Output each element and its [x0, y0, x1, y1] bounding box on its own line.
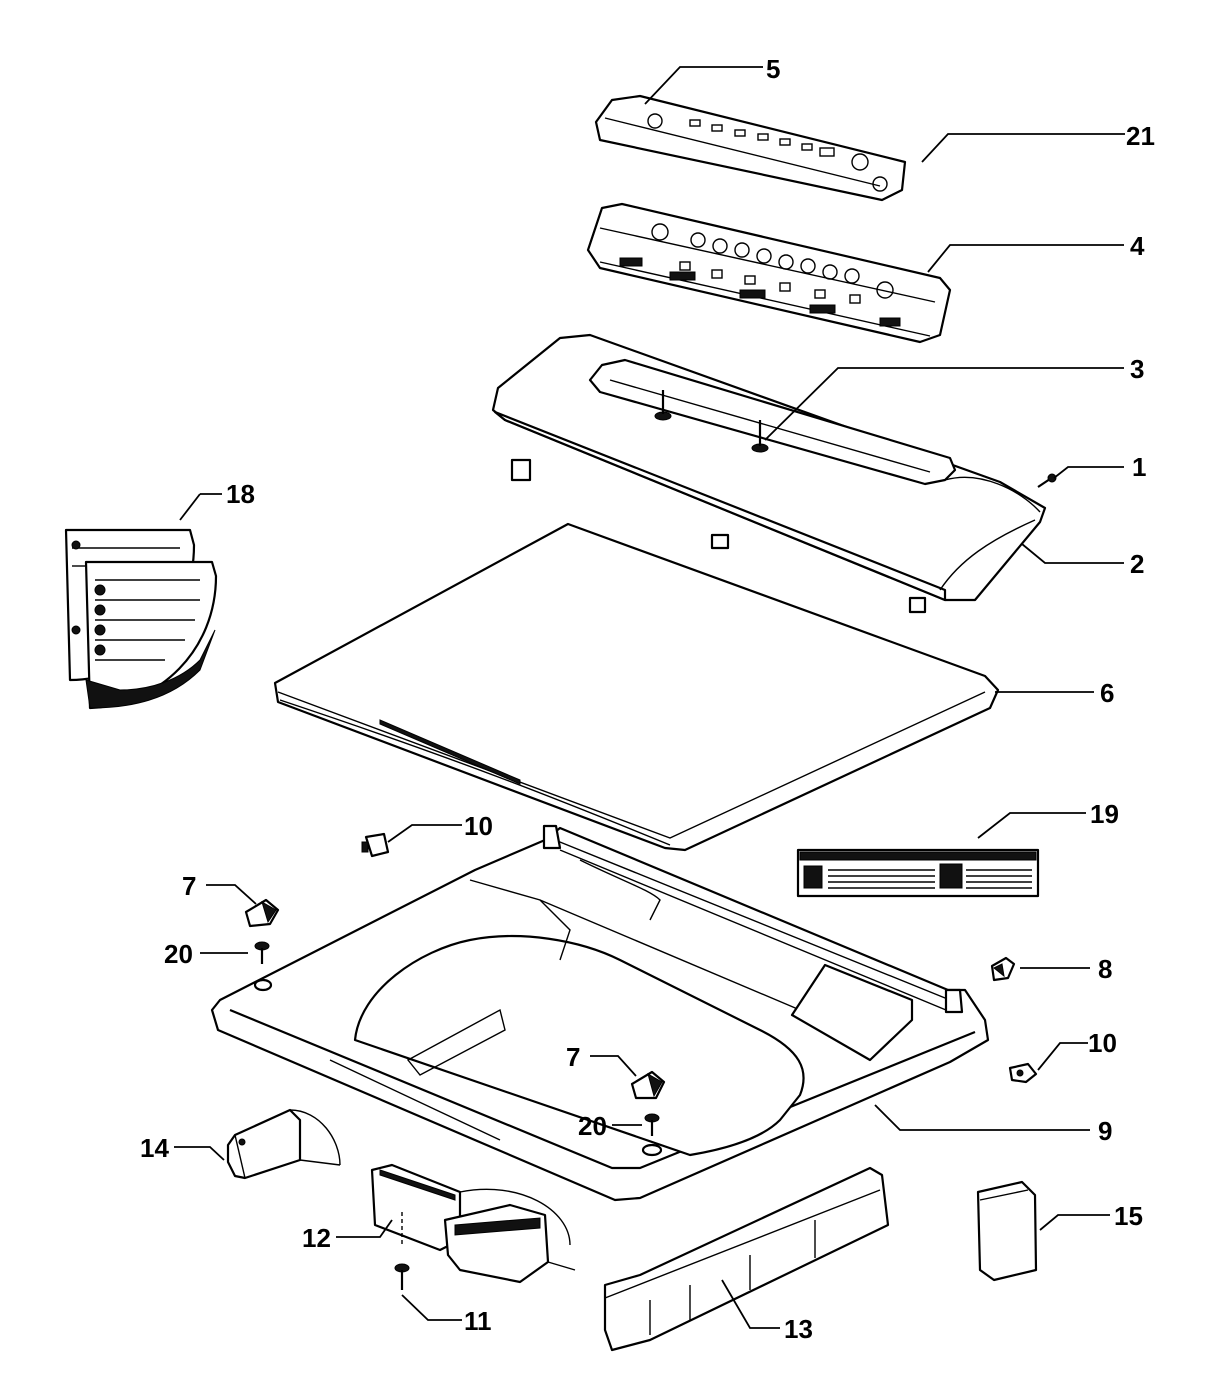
callout-20-upper: 20	[164, 939, 193, 969]
part-1-screw	[1037, 473, 1057, 488]
callout-6: 6	[1100, 678, 1114, 708]
callout-7-upper: 7	[182, 871, 196, 901]
part-14-bracket	[226, 1108, 341, 1180]
leader-lines	[174, 66, 1125, 1329]
part-10-clip-lower	[1008, 1062, 1038, 1084]
callout-4: 4	[1130, 231, 1145, 261]
part-4-control-board	[586, 202, 952, 344]
callout-9: 9	[1098, 1116, 1112, 1146]
part-7-bumper-upper	[244, 898, 280, 928]
part-8-grommet	[990, 956, 1016, 982]
callout-11: 11	[464, 1306, 492, 1336]
part-12-lid-switch	[370, 1163, 576, 1284]
part-7-bumper-center	[630, 1070, 666, 1100]
part-9-top-frame	[210, 824, 990, 1202]
callout-20-center: 20	[578, 1111, 607, 1141]
callout-10-upper: 10	[464, 811, 493, 841]
callout-14: 14	[140, 1133, 169, 1163]
part-6-lid	[273, 522, 1000, 852]
part-18-labels	[64, 528, 218, 710]
callout-3: 3	[1130, 354, 1144, 384]
callout-5: 5	[766, 54, 780, 84]
callout-18: 18	[226, 479, 255, 509]
part-13-channel	[603, 1166, 890, 1352]
part-15-manual	[976, 1180, 1038, 1282]
callout-21: 21	[1126, 121, 1155, 151]
part-19-warning-label	[796, 848, 1040, 898]
part-11-screw	[394, 1263, 410, 1290]
callout-7-center: 7	[566, 1042, 580, 1072]
callout-2: 2	[1130, 549, 1144, 579]
callout-15: 15	[1114, 1201, 1143, 1231]
callout-numbers: 5 21 4 3 1 2 6 18 19 10 7 20 8 10 7 20 9…	[140, 54, 1155, 1344]
callout-1: 1	[1132, 452, 1146, 482]
part-10-clip-upper	[361, 832, 390, 858]
callout-19: 19	[1090, 799, 1119, 829]
part-5-console-overlay	[594, 94, 907, 202]
part-20-screw-center	[644, 1113, 660, 1136]
callout-12: 12	[302, 1223, 331, 1253]
callout-13: 13	[784, 1314, 813, 1344]
callout-8: 8	[1098, 954, 1112, 984]
part-2-console	[491, 333, 1047, 614]
part-20-screw-upper	[254, 941, 270, 964]
callout-10-lower: 10	[1088, 1028, 1117, 1058]
part-3-screws	[654, 390, 769, 453]
